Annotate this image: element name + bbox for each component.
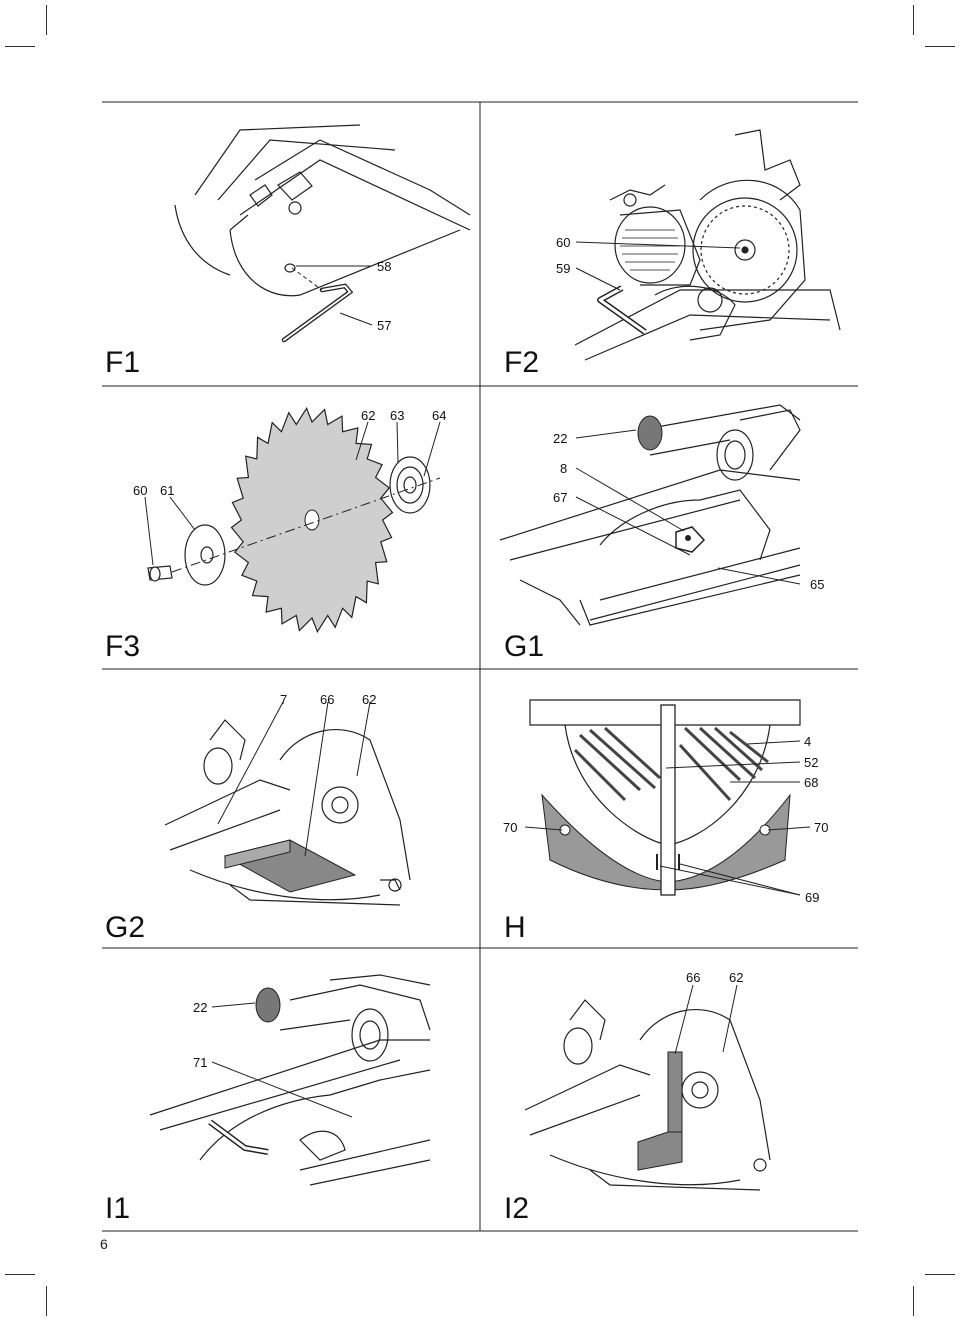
crop-mark [925,1274,955,1275]
callout-62: 62 [362,692,377,707]
crop-mark [913,1286,914,1316]
callout-57: 57 [377,318,392,333]
figure-label: F2 [504,346,540,379]
table-grooves [573,726,769,802]
crop-mark [913,5,914,35]
callout-65: 65 [810,577,825,592]
callout-66: 66 [686,970,701,985]
callout-60: 60 [133,483,148,498]
callout-22: 22 [553,431,568,446]
callout-61: 61 [160,483,175,498]
crop-mark [5,46,35,47]
callout-64: 64 [432,408,447,423]
figure-label: I2 [504,1192,530,1225]
callout-7: 7 [280,692,288,707]
callout-66: 66 [320,692,335,707]
callout-60: 60 [556,235,571,250]
callout-62: 62 [361,408,376,423]
crop-mark [925,46,955,47]
saw-blade [230,406,394,634]
crop-mark [46,5,47,35]
figure-label: F3 [105,630,141,663]
callout-4: 4 [804,734,812,749]
figure-label: F1 [105,346,141,379]
figure-label: G1 [504,630,545,663]
callout-70-left: 70 [503,820,518,835]
callout-62: 62 [729,970,744,985]
callout-69: 69 [805,890,820,905]
figure-label: I1 [105,1192,131,1225]
page-number: 6 [100,1236,108,1252]
callout-70-right: 70 [814,820,829,835]
crop-mark [5,1274,35,1275]
callout-8: 8 [560,461,568,476]
callout-67: 67 [553,490,568,505]
crop-mark [46,1286,47,1316]
figure-label: H [504,911,526,944]
callout-59: 59 [556,261,571,276]
callout-22: 22 [193,1000,208,1015]
callout-58: 58 [377,259,392,274]
figure-label: G2 [105,911,146,944]
callout-71: 71 [193,1055,208,1070]
callout-68: 68 [804,775,819,790]
callout-52: 52 [804,755,819,770]
callout-63: 63 [390,408,405,423]
